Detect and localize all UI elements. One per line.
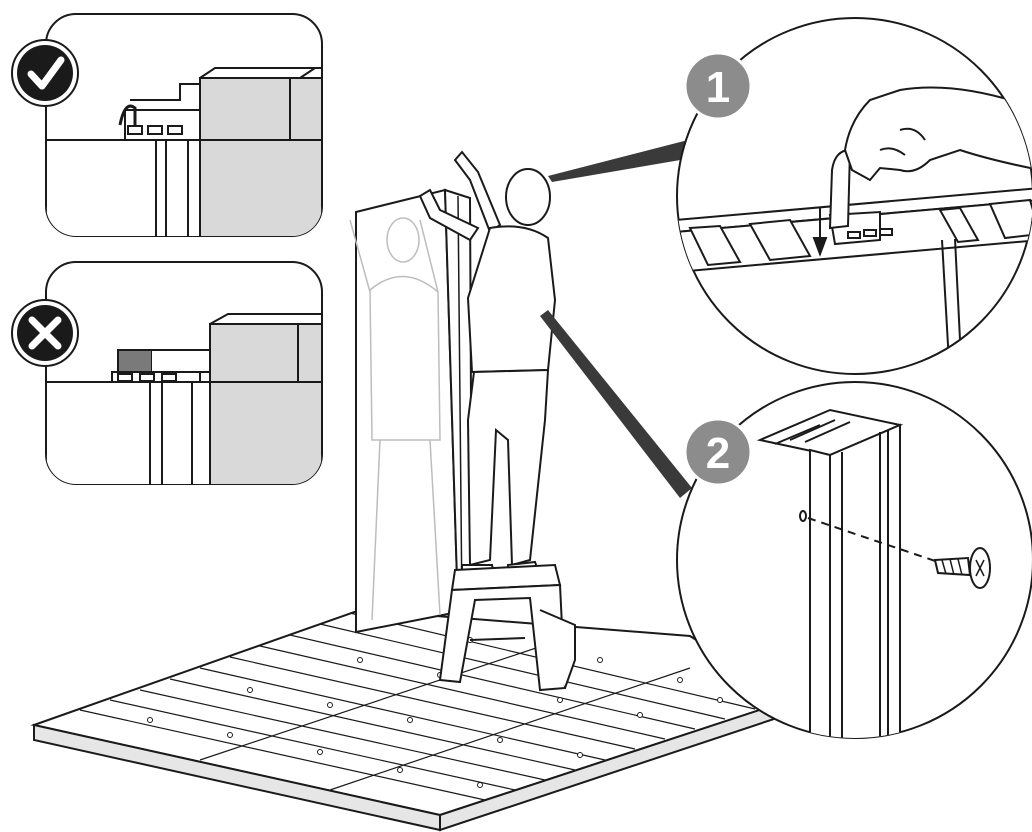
hand-icon	[828, 86, 1032, 230]
ghost-figure	[349, 217, 441, 621]
step-1-number: 1	[706, 63, 730, 112]
step-1-badge: 1	[683, 51, 753, 121]
step-stool-icon	[438, 563, 576, 692]
step-2-callout	[676, 381, 1032, 739]
x-mark-icon	[11, 299, 79, 367]
wall-panel	[349, 188, 474, 634]
step-1-callout	[676, 17, 1032, 375]
step-2-badge: 2	[683, 417, 753, 487]
floor-base	[30, 608, 797, 832]
correct-detail-panel	[45, 13, 323, 237]
screw-icon	[933, 547, 991, 589]
callout-connectors	[540, 140, 692, 498]
incorrect-detail-panel	[45, 261, 323, 485]
check-mark-icon	[11, 39, 79, 107]
step-2-number: 2	[706, 429, 730, 478]
